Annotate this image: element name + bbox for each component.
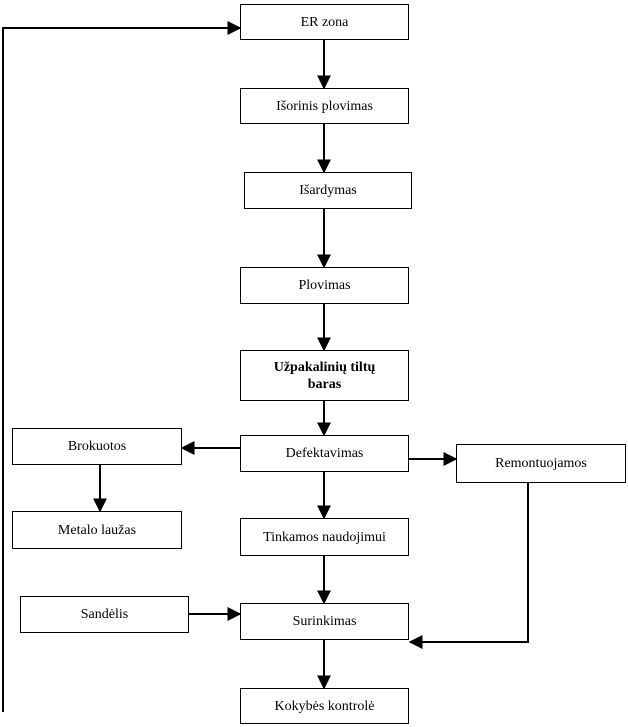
node-metalo-lauzas: Metalo laužas [12,511,182,549]
node-isardymas-label: Išardymas [299,183,357,198]
node-uzpakaliniu-tiltu-baras: Užpakalinių tiltų baras [240,350,409,401]
node-plovimas-label: Plovimas [298,278,351,293]
node-kokybes-kontrole-label: Kokybės kontrolė [274,698,375,714]
node-plovimas: Plovimas [240,267,409,304]
node-baras-label-line2: baras [307,376,342,392]
node-kokybes-kontrole: Kokybės kontrolė [240,688,409,724]
node-isardymas: Išardymas [244,172,412,209]
node-isorinis-plovimas-label: Išorinis plovimas [276,98,373,114]
node-metalo-lauzas-label: Metalo laužas [57,522,137,538]
node-baras-label-line1: Užpakalinių tiltų [273,359,376,375]
arrow-remontuojamos-to-surinkimas [408,483,529,649]
arrow-loop-to-er-zona [2,21,242,712]
node-remontuojamos-label: Remontuojamos [495,456,587,471]
node-tinkamos-naudojimui: Tinkamos naudojimui [240,518,409,556]
node-tinkamos-naudojimui-label: Tinkamos naudojimui [263,529,386,545]
node-surinkimas-label: Surinkimas [292,614,357,629]
node-surinkimas: Surinkimas [240,603,409,640]
node-remontuojamos: Remontuojamos [456,444,626,483]
node-sandelis: Sandėlis [20,596,189,633]
node-brokuotos: Brokuotos [12,428,182,465]
node-isorinis-plovimas: Išorinis plovimas [240,88,409,124]
node-er-zona-label: ER zona [300,14,349,30]
node-sandelis-label: Sandėlis [80,607,129,622]
node-defektavimas-label: Defektavimas [285,446,364,461]
node-defektavimas: Defektavimas [240,435,409,472]
node-brokuotos-label: Brokuotos [67,439,127,454]
node-er-zona: ER zona [240,4,409,40]
